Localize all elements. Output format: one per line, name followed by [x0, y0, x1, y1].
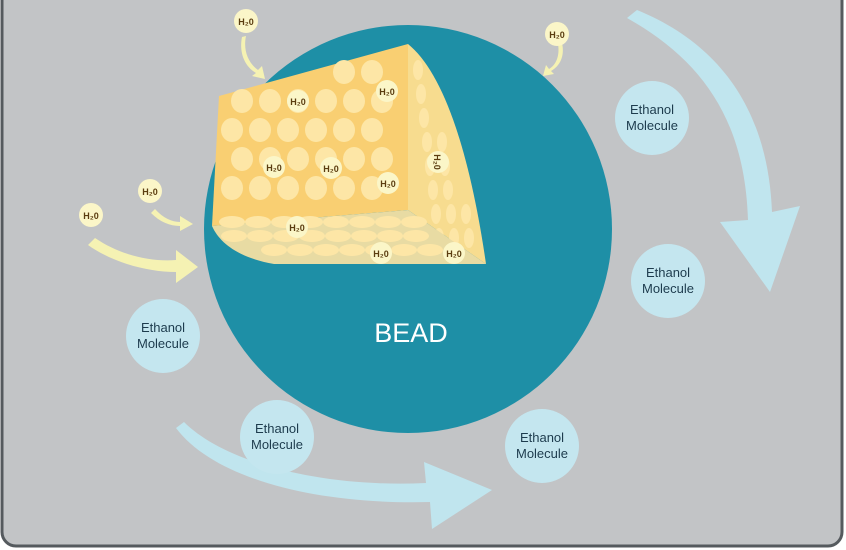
bead-label: BEAD [374, 318, 448, 348]
water-molecule-badge: H₂0 [287, 90, 309, 112]
svg-text:H₂0: H₂0 [266, 163, 282, 173]
water-molecule-badge: H₂0 [234, 9, 258, 33]
svg-text:Molecule: Molecule [137, 336, 189, 351]
pore [377, 230, 403, 242]
ethanol-molecule: Ethanol Molecule [505, 409, 579, 483]
water-molecule-badge: H₂0 [427, 151, 449, 173]
svg-text:Ethanol: Ethanol [630, 102, 674, 117]
pore [249, 118, 271, 142]
pore [287, 244, 313, 256]
pore [221, 230, 247, 242]
svg-text:Molecule: Molecule [626, 118, 678, 133]
water-molecule-badge: H₂0 [286, 216, 308, 238]
svg-text:Ethanol: Ethanol [255, 421, 299, 436]
svg-text:H₂0: H₂0 [373, 249, 389, 259]
pore [259, 89, 281, 113]
pore [419, 108, 429, 128]
water-molecule-badge: H₂0 [545, 22, 569, 46]
pore [437, 132, 447, 152]
svg-text:H₂0: H₂0 [379, 87, 395, 97]
pore [305, 118, 327, 142]
water-molecule-badge: H₂0 [79, 203, 103, 227]
pore [361, 60, 383, 84]
svg-text:Ethanol: Ethanol [520, 430, 564, 445]
svg-text:H₂0: H₂0 [142, 187, 158, 197]
pore [464, 228, 474, 248]
pore [417, 244, 443, 256]
pore [461, 204, 471, 224]
water-molecule-badge: H₂0 [263, 156, 285, 178]
pore [375, 216, 401, 228]
pore [361, 118, 383, 142]
pore [323, 216, 349, 228]
pore [401, 216, 427, 228]
water-molecule-badge: H₂0 [138, 179, 162, 203]
svg-text:H₂0: H₂0 [289, 223, 305, 233]
svg-text:H₂0: H₂0 [446, 249, 462, 259]
water-molecule-badge: H₂0 [370, 242, 392, 264]
svg-text:H₂0: H₂0 [290, 97, 306, 107]
svg-text:Molecule: Molecule [642, 281, 694, 296]
pore [245, 216, 271, 228]
pore [277, 176, 299, 200]
pore [325, 230, 351, 242]
pore [416, 84, 426, 104]
ethanol-molecule: Ethanol Molecule [631, 244, 705, 318]
water-molecule-badge: H₂0 [320, 157, 342, 179]
pore [249, 176, 271, 200]
water-molecule-badge: H₂0 [443, 242, 465, 264]
pore [371, 147, 393, 171]
water-molecule-badge: H₂0 [377, 172, 399, 194]
svg-text:Ethanol: Ethanol [646, 265, 690, 280]
svg-text:Ethanol: Ethanol [141, 320, 185, 335]
pore [231, 147, 253, 171]
pore [403, 230, 429, 242]
pore [428, 180, 438, 200]
pore [277, 118, 299, 142]
svg-text:H₂0: H₂0 [323, 164, 339, 174]
ethanol-molecule: Ethanol Molecule [615, 81, 689, 155]
pore [413, 60, 423, 80]
svg-text:H₂0: H₂0 [549, 30, 565, 40]
pore [391, 244, 417, 256]
pore [247, 230, 273, 242]
pore [315, 89, 337, 113]
pore [221, 118, 243, 142]
pore [431, 204, 441, 224]
pore [261, 244, 287, 256]
water-molecule-badge: H₂0 [376, 80, 398, 102]
pore [287, 147, 309, 171]
pore [333, 118, 355, 142]
svg-text:H₂0: H₂0 [432, 154, 442, 170]
pore [446, 204, 456, 224]
svg-text:Molecule: Molecule [251, 437, 303, 452]
svg-text:Molecule: Molecule [516, 446, 568, 461]
pore [313, 244, 339, 256]
pore [443, 180, 453, 200]
ethanol-molecule: Ethanol Molecule [126, 299, 200, 373]
pore [351, 230, 377, 242]
pore [422, 132, 432, 152]
pore [231, 89, 253, 113]
pore [333, 176, 355, 200]
pore [221, 176, 243, 200]
svg-text:H₂0: H₂0 [83, 211, 99, 221]
pore [339, 244, 365, 256]
svg-text:H₂0: H₂0 [238, 17, 254, 27]
pore [305, 176, 327, 200]
pore [219, 216, 245, 228]
pore [343, 147, 365, 171]
ethanol-molecule: Ethanol Molecule [240, 400, 314, 474]
svg-text:H₂0: H₂0 [380, 179, 396, 189]
pore [343, 89, 365, 113]
pore [333, 60, 355, 84]
pore [349, 216, 375, 228]
